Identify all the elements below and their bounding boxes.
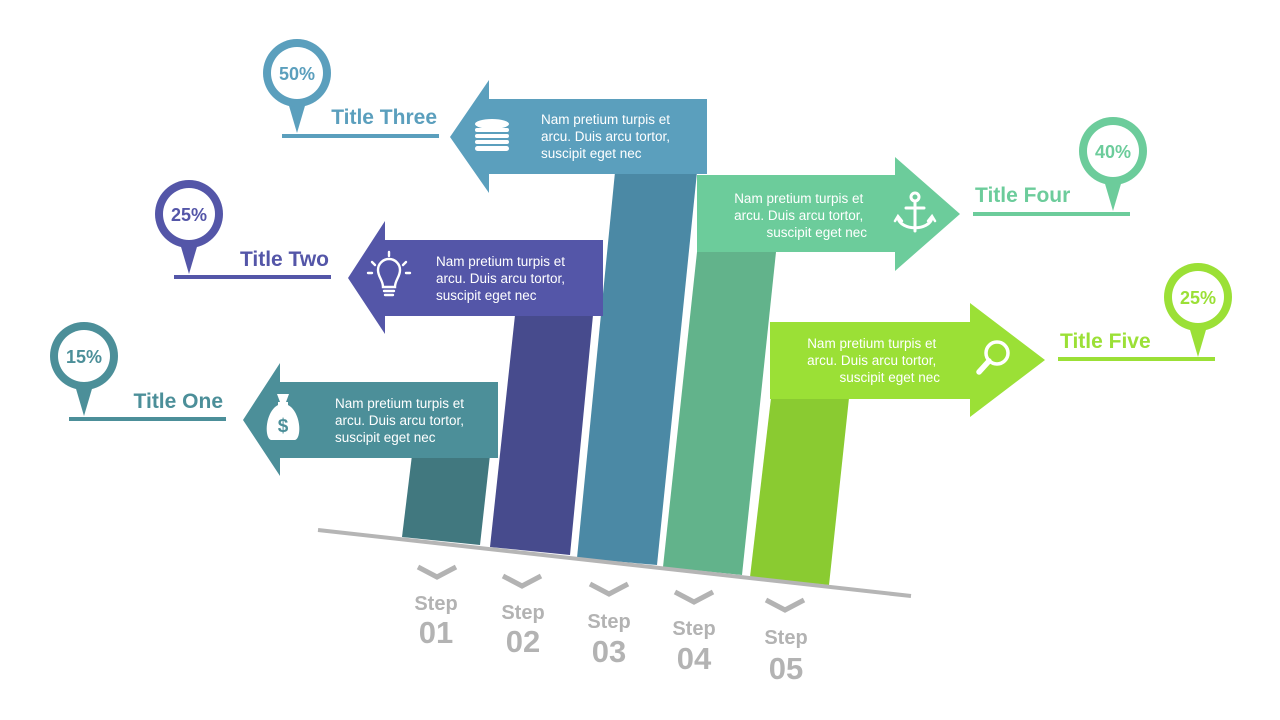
pin-two-tail	[179, 240, 199, 274]
step-word-02: Step	[501, 602, 544, 624]
magnifier-icon	[976, 340, 1010, 375]
step-label-01: Step 01	[414, 564, 458, 650]
description-two: Nam pretium turpis et arcu. Duis arcu to…	[436, 254, 569, 303]
column-step-05	[750, 398, 849, 585]
chevron-down-icon	[673, 589, 715, 605]
chevron-down-icon	[501, 573, 543, 589]
arrow-banner-three	[450, 80, 707, 193]
description-one: Nam pretium turpis et arcu. Duis arcu to…	[335, 396, 468, 445]
column-step-02	[490, 315, 593, 555]
pin-five-tail	[1188, 323, 1208, 357]
step-label-02: Step 02	[501, 573, 545, 659]
pin-four: 40%	[1079, 117, 1147, 211]
pin-three: 50%	[263, 39, 331, 133]
arrow-banner-two	[348, 221, 603, 334]
percent-three: 50%	[279, 64, 315, 84]
column-step-03	[577, 172, 697, 565]
step-label-04: Step 04	[672, 589, 716, 676]
baseline	[317, 528, 912, 598]
arrow-banner-one	[243, 363, 498, 476]
percent-two: 25%	[171, 205, 207, 225]
description-five: Nam pretium turpis et arcu. Duis arcu to…	[807, 336, 940, 385]
pin-one-tail	[74, 382, 94, 416]
anchor-icon	[893, 191, 937, 233]
title-underline-five	[1058, 357, 1215, 361]
column-step-04	[663, 252, 776, 575]
title-underline-three	[282, 134, 439, 138]
title-one: Title One	[134, 390, 223, 413]
step-number-04: 04	[677, 641, 712, 676]
title-three: Title Three	[331, 106, 437, 129]
step-word-05: Step	[764, 627, 807, 649]
dollar-glyph: $	[278, 416, 289, 437]
step-number-05: 05	[769, 651, 803, 686]
step-word-01: Step	[414, 593, 457, 615]
chevron-down-icon	[588, 581, 630, 597]
title-underline-one	[69, 417, 226, 421]
arrow-banner-five	[770, 303, 1045, 417]
percent-one: 15%	[66, 347, 102, 367]
description-three: Nam pretium turpis et arcu. Duis arcu to…	[541, 112, 674, 161]
pin-three-tail	[287, 99, 307, 133]
pin-two: 25%	[155, 180, 223, 274]
step-label-05: Step 05	[764, 597, 808, 686]
step-word-03: Step	[587, 611, 630, 633]
step-number-01: 01	[419, 615, 453, 650]
money-bag-icon	[266, 394, 300, 440]
chevron-down-icon	[764, 597, 806, 613]
pin-five: 25%	[1164, 263, 1232, 357]
title-two: Title Two	[240, 248, 329, 271]
step-number-02: 02	[506, 624, 540, 659]
chevron-down-icon	[416, 564, 458, 580]
title-four: Title Four	[975, 184, 1070, 207]
title-underline-four	[973, 212, 1130, 216]
column-step-01	[402, 455, 490, 545]
step-word-04: Step	[672, 618, 715, 640]
percent-four: 40%	[1095, 142, 1131, 162]
description-four: Nam pretium turpis et arcu. Duis arcu to…	[734, 191, 867, 240]
lightbulb-icon	[366, 250, 412, 297]
pin-one: 15%	[50, 322, 118, 416]
pin-four-tail	[1103, 177, 1123, 211]
percent-five: 25%	[1180, 288, 1216, 308]
title-underline-two	[174, 275, 331, 279]
step-number-03: 03	[592, 634, 626, 669]
step-label-03: Step 03	[587, 581, 631, 669]
arrow-banner-four	[697, 157, 960, 271]
coin-stack-icon	[475, 119, 509, 151]
title-five: Title Five	[1060, 330, 1151, 353]
